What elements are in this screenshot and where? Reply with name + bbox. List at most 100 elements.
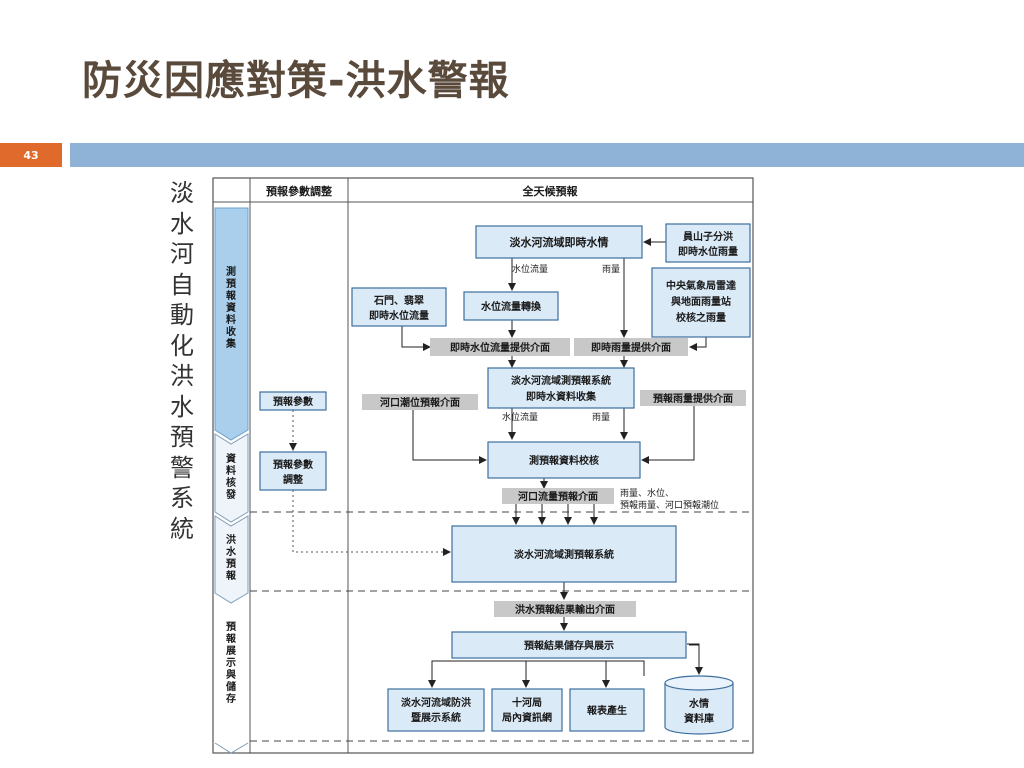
svg-text:十河局: 十河局	[512, 696, 542, 709]
vertical-title-char: 化	[170, 331, 194, 360]
node-estuary-iface: 河口潮位預報介面	[362, 394, 478, 410]
lane-label-char: 測	[226, 265, 236, 278]
lane-forecast-shape	[214, 515, 249, 604]
svg-text:河口潮位預報介面: 河口潮位預報介面	[380, 396, 460, 409]
node-report: 報表產生	[569, 688, 645, 732]
node-param: 預報參數	[259, 391, 327, 411]
svg-text:預報結果儲存與展示: 預報結果儲存與展示	[524, 639, 614, 652]
svg-text:石門、翡翠: 石門、翡翠	[373, 294, 424, 307]
svg-text:預報參數: 預報參數	[273, 458, 313, 471]
lane-label-char: 料	[226, 313, 236, 326]
svg-text:淡水河流域測預報系統: 淡水河流域測預報系統	[511, 374, 611, 387]
svg-text:員山子分洪: 員山子分洪	[682, 230, 733, 243]
svg-text:資料庫: 資料庫	[684, 712, 714, 725]
svg-text:調整: 調整	[283, 473, 303, 486]
lane-label-forecast: 洪水預報	[225, 533, 237, 582]
lane-label-char: 報	[226, 632, 237, 645]
lane-label-char: 資	[226, 452, 236, 465]
lane-label-char: 報	[226, 289, 237, 302]
lane-bottom-chevron	[214, 742, 249, 754]
vertical-title-char: 統	[170, 514, 194, 543]
svg-text:即時水位流量: 即時水位流量	[369, 309, 429, 322]
svg-text:即時水位雨量: 即時水位雨量	[678, 245, 738, 258]
vertical-title-char: 自	[170, 270, 194, 299]
lane-check-shape	[214, 433, 249, 523]
svg-text:預報參數: 預報參數	[273, 395, 313, 408]
svg-text:即時水資料收集: 即時水資料收集	[526, 390, 597, 403]
svg-text:預報雨量提供介面: 預報雨量提供介面	[653, 392, 733, 405]
svg-text:局內資訊網: 局內資訊網	[501, 711, 552, 724]
lane-label-char: 存	[226, 692, 236, 705]
edge-label-water-flow-2: 水位流量	[502, 411, 538, 423]
node-shimen: 石門、翡翠 即時水位流量	[351, 287, 447, 327]
node-cwb-radar: 中央氣象局雷達 與地面雨量站 校核之雨量	[651, 267, 751, 338]
col-header-all-weather: 全天候預報	[522, 184, 579, 198]
node-display-system: 淡水河流域防洪 暨展示系統	[387, 688, 485, 732]
edge-label-inputs-2: 預報雨量、河口預報潮位	[620, 499, 719, 511]
node-collect-system: 淡水河流域測預報系統 即時水資料收集	[487, 367, 635, 409]
svg-text:淡水河流域即時水情: 淡水河流域即時水情	[510, 235, 609, 249]
node-rain-iface: 即時雨量提供介面	[574, 338, 688, 356]
vertical-title-char: 洪	[170, 362, 194, 390]
lane-label-char: 展	[226, 645, 236, 657]
vertical-title-char: 預	[170, 423, 194, 451]
node-flow-convert: 水位流量轉換	[463, 291, 559, 321]
node-result-iface: 洪水預報結果輸出介面	[494, 601, 636, 617]
svg-text:校核之雨量: 校核之雨量	[676, 311, 726, 324]
node-realtime-water: 淡水河流域即時水情	[475, 225, 643, 259]
svg-text:淡水河流域測預報系統: 淡水河流域測預報系統	[514, 548, 614, 561]
vertical-title: 淡水河自動化洪水預警系統	[166, 178, 198, 544]
node-estuary-flow-iface: 河口流量預報介面	[502, 488, 614, 504]
node-param-adjust: 預報參數 調整	[259, 451, 327, 491]
vertical-title-char: 水	[170, 392, 194, 421]
lane-label-char: 核	[226, 476, 236, 489]
svg-text:洪水預報結果輸出介面: 洪水預報結果輸出介面	[515, 603, 615, 616]
svg-text:淡水河流域防洪: 淡水河流域防洪	[401, 696, 471, 709]
header-bar	[70, 143, 1024, 167]
svg-text:即時雨量提供介面: 即時雨量提供介面	[591, 341, 671, 354]
lane-label-char: 預	[226, 278, 237, 290]
svg-text:與地面雨量站: 與地面雨量站	[671, 295, 731, 308]
node-flow-iface: 即時水位流量提供介面	[430, 338, 570, 356]
edge-label-rain: 雨量	[602, 264, 620, 275]
lane-collect-shape	[214, 207, 249, 441]
vertical-title-char: 淡	[170, 179, 194, 207]
vertical-title-char: 警	[170, 453, 194, 482]
svg-text:報表產生: 報表產生	[587, 704, 627, 717]
lane-label-char: 預	[226, 558, 237, 570]
node-main-system: 淡水河流域測預報系統	[451, 525, 677, 583]
lane-label-char: 集	[225, 337, 237, 350]
vertical-title-char: 系	[170, 484, 194, 512]
node-database: 水情 資料庫	[664, 675, 734, 735]
node-rain-forecast-iface: 預報雨量提供介面	[640, 390, 746, 406]
lane-label-char: 資	[226, 301, 236, 314]
lane-label-char: 報	[226, 569, 237, 582]
edge-label-inputs-1: 雨量、水位、	[620, 487, 674, 499]
node-store-display: 預報結果儲存與展示	[451, 631, 687, 659]
edge-label-water-flow: 水位流量	[512, 263, 548, 275]
lane-label-char: 水	[225, 545, 237, 558]
lane-label-char: 收	[226, 325, 236, 338]
slide-title: 防災因應對策-洪水警報	[82, 58, 510, 104]
node-yuanshan: 員山子分洪 即時水位雨量	[665, 223, 751, 263]
lane-label-char: 儲	[225, 680, 236, 693]
lane-label-char: 洪	[226, 533, 236, 546]
vertical-title-char: 河	[170, 240, 194, 268]
vertical-title-char: 動	[170, 301, 194, 329]
svg-text:暨展示系統: 暨展示系統	[411, 711, 461, 724]
page-number: 43	[0, 143, 62, 167]
svg-text:河口流量預報介面: 河口流量預報介面	[518, 490, 598, 503]
col-header-params: 預報參數調整	[266, 184, 332, 198]
svg-text:水位流量轉換: 水位流量轉換	[480, 300, 542, 313]
svg-text:即時水位流量提供介面: 即時水位流量提供介面	[450, 341, 550, 354]
lane-label-char: 示	[226, 657, 236, 669]
node-river-bureau: 十河局 局內資訊網	[491, 688, 563, 732]
lane-label-char: 預	[226, 621, 237, 633]
vertical-title-char: 水	[170, 209, 194, 238]
lane-label-char: 與	[226, 668, 236, 681]
svg-text:中央氣象局雷達: 中央氣象局雷達	[666, 279, 736, 292]
